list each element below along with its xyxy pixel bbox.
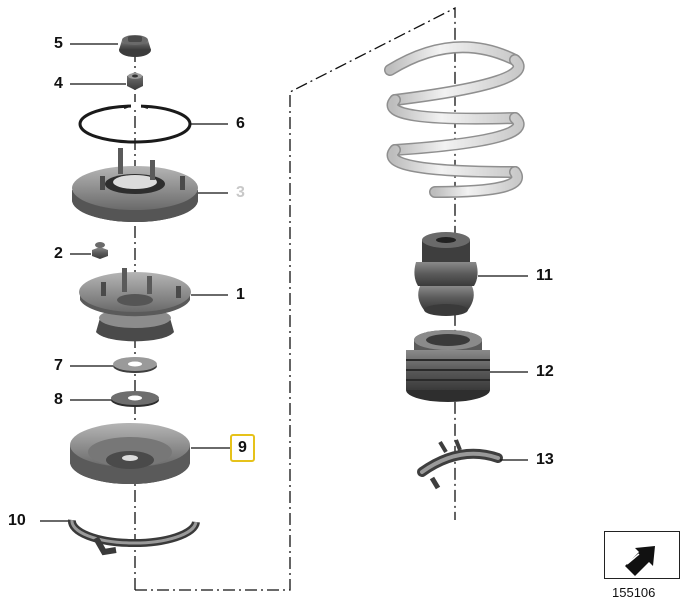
part-5-cap-nut xyxy=(119,35,151,57)
callout-8: 8 xyxy=(54,391,63,408)
view-direction-box xyxy=(604,531,680,579)
callout-12: 12 xyxy=(536,363,554,380)
callout-1: 1 xyxy=(236,286,245,303)
part-8-washer xyxy=(111,391,159,407)
part-2-small-nut xyxy=(92,242,108,259)
callout-3: 3 xyxy=(236,184,245,201)
callout-7: 7 xyxy=(54,357,63,374)
callout-11: 11 xyxy=(536,267,553,284)
callout-9-highlighted: 9 xyxy=(230,434,255,462)
callout-10: 10 xyxy=(8,512,26,529)
part-9-spring-seat xyxy=(70,423,190,484)
part-1-strut-support xyxy=(79,268,191,342)
callout-6: 6 xyxy=(236,115,245,132)
part-3-mount-plate xyxy=(72,148,198,222)
callout-4: 4 xyxy=(54,75,63,92)
callout-5: 5 xyxy=(54,35,63,52)
part-7-washer xyxy=(113,357,157,373)
coil-spring xyxy=(384,41,525,198)
part-11-bump-stop xyxy=(414,232,478,316)
part-13-lower-pad xyxy=(417,439,503,490)
reference-number: 155106 xyxy=(612,585,656,600)
callout-13: 13 xyxy=(536,451,554,468)
part-12-boot xyxy=(406,330,490,402)
view-direction-arrow-icon xyxy=(625,546,655,576)
callout-2: 2 xyxy=(54,245,63,262)
part-10-spring-pad xyxy=(67,519,200,556)
part-4-hex-nut xyxy=(127,72,143,90)
